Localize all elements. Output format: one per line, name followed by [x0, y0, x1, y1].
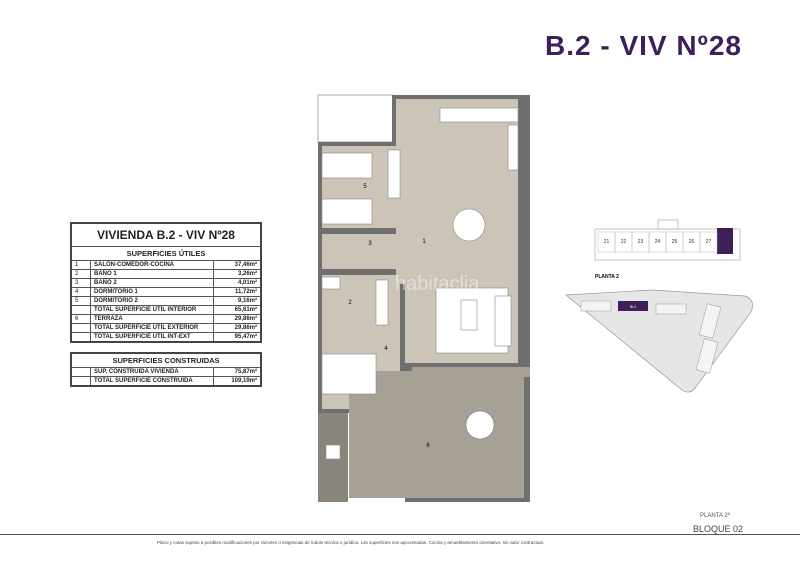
room-3-floor: [322, 234, 400, 269]
row-value: 29,86m²: [213, 323, 262, 333]
room-label: 3: [368, 241, 372, 247]
key-plan: 21 22 23 24 25 26 27 PLANTA 2: [594, 219, 741, 280]
page-title: B.2 - VIV Nº28: [545, 30, 742, 61]
row-value: 95,47m²: [213, 332, 262, 343]
bloque-label: BLOQUE 02: [693, 524, 744, 534]
row-label: TOTAL SUPERFICIE CONSTRUIDA: [90, 376, 214, 387]
highlighted-unit: [717, 228, 733, 254]
unit-cell: [699, 231, 718, 253]
row-label: TOTAL SUPERFICIE ÚTIL INT-EXT: [90, 332, 214, 343]
watermark: habitaclia: [395, 273, 480, 295]
unit-number: 23: [638, 239, 644, 245]
site-plan: BL2: [565, 289, 753, 393]
terrace-table: [465, 410, 495, 440]
surface-table: VIVIENDA B.2 - VIV Nº28 SUPERFICIES ÚTIL…: [70, 222, 262, 343]
disclaimer: Plano y cotas sujetos a posibles modific…: [157, 540, 544, 545]
block-label: BL2: [630, 305, 636, 309]
unit-number: 27: [706, 239, 712, 245]
room-6-terrace: [349, 371, 524, 498]
unit-number: 26: [689, 239, 695, 245]
row-value: 109,19m²: [213, 376, 262, 387]
room-1-floor: [396, 99, 518, 284]
room-label: 1: [422, 239, 426, 245]
unit-number: 21: [604, 239, 610, 245]
unit-number: 24: [655, 239, 661, 245]
footer-divider: [0, 534, 800, 535]
row-label: TOTAL SUPERFICIE ÚTIL EXTERIOR: [90, 323, 214, 333]
row-value: 75,87m²: [213, 367, 262, 377]
construidas-table: SUPERFICIES CONSTRUIDAS SUP. CONSTRUIDA …: [70, 352, 262, 387]
room-label: 2: [348, 300, 352, 306]
planta-label: PLANTA 2ª: [700, 513, 730, 519]
keyplan-label: PLANTA 2: [595, 274, 619, 280]
room-label: 6: [426, 443, 430, 449]
room-label: 4: [384, 346, 388, 352]
dining-table: [452, 208, 486, 242]
room-label: 5: [363, 184, 367, 190]
unit-number: 22: [621, 239, 627, 245]
row-label: SUP. CONSTRUIDA VIVIENDA: [90, 367, 214, 377]
unit-number: 25: [672, 239, 678, 245]
